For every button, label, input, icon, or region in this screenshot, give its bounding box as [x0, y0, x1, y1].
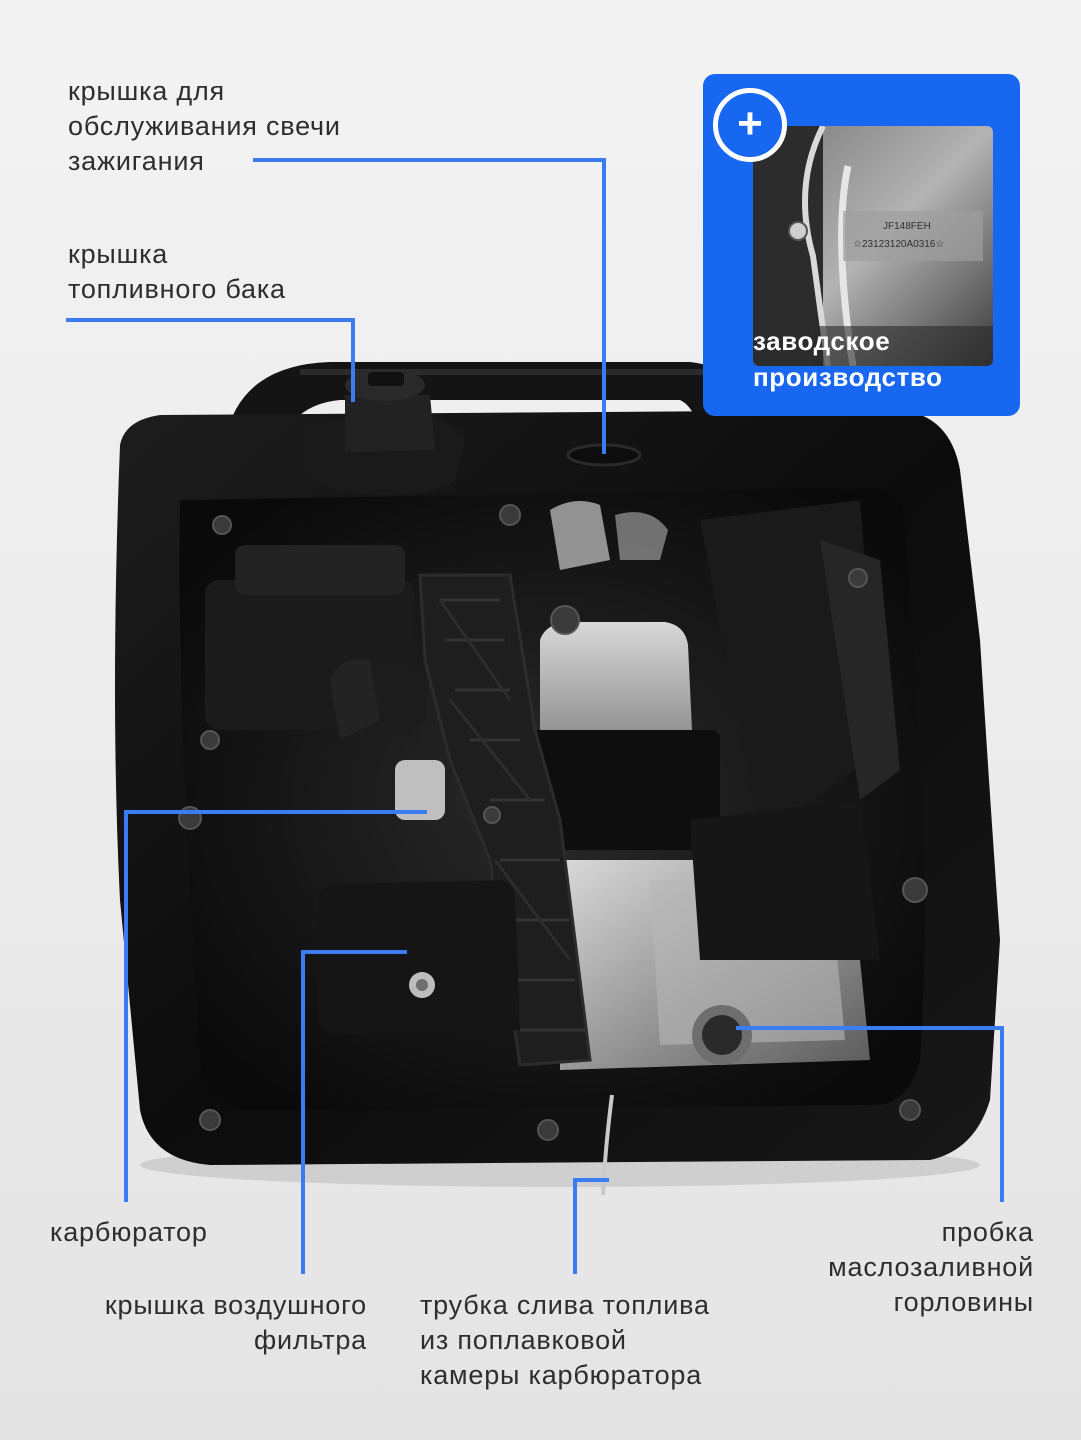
label-carburetor: карбюратор: [50, 1215, 208, 1250]
engine-closeup-image: JF148FEH ☆23123120A0316☆: [753, 126, 993, 366]
factory-production-badge: JF148FEH ☆23123120A0316☆ + заводское про…: [703, 74, 1020, 416]
badge-title: заводское производство: [753, 323, 943, 395]
engine-marking-line1: JF148FEH: [883, 221, 931, 232]
label-line: трубка слива топлива: [420, 1290, 710, 1320]
label-line: крышка для: [68, 76, 225, 106]
label-line: крышка воздушного: [104, 1290, 367, 1320]
label-line: горловины: [893, 1287, 1034, 1317]
leader-spark-plug: [253, 158, 606, 454]
label-line: фильтра: [253, 1325, 367, 1355]
label-line: крышка: [68, 239, 169, 269]
badge-title-line2: производство: [753, 362, 943, 392]
plus-icon: +: [713, 88, 787, 162]
label-line: обслуживания свечи: [68, 111, 341, 141]
label-line: карбюратор: [50, 1217, 208, 1247]
label-air-filter-cover: крышка воздушного фильтра: [105, 1288, 367, 1358]
label-spark-plug-cover: крышка для обслуживания свечи зажигания: [68, 74, 341, 179]
label-fuel-tank-cap: крышка топливного бака: [68, 237, 286, 307]
label-oil-filler-plug: пробка маслозаливной горловины: [828, 1215, 1034, 1320]
label-line: пробка: [941, 1217, 1034, 1247]
leader-drain-tube: [573, 1178, 609, 1274]
label-line: зажигания: [68, 146, 205, 176]
label-line: маслозаливной: [828, 1252, 1034, 1282]
label-line: камеры карбюратора: [420, 1360, 703, 1390]
label-fuel-drain-tube: трубка слива топлива из поплавковой каме…: [420, 1288, 710, 1393]
label-line: топливного бака: [68, 274, 286, 304]
leader-fuel-tank: [66, 318, 355, 402]
badge-title-line1: заводское: [753, 326, 891, 356]
leader-carburetor: [124, 810, 427, 1202]
leader-oil-plug: [736, 1026, 1004, 1202]
label-line: из поплавковой: [420, 1325, 627, 1355]
leader-air-filter: [301, 950, 407, 1274]
engine-marking-line2: ☆23123120A0316☆: [853, 239, 944, 250]
